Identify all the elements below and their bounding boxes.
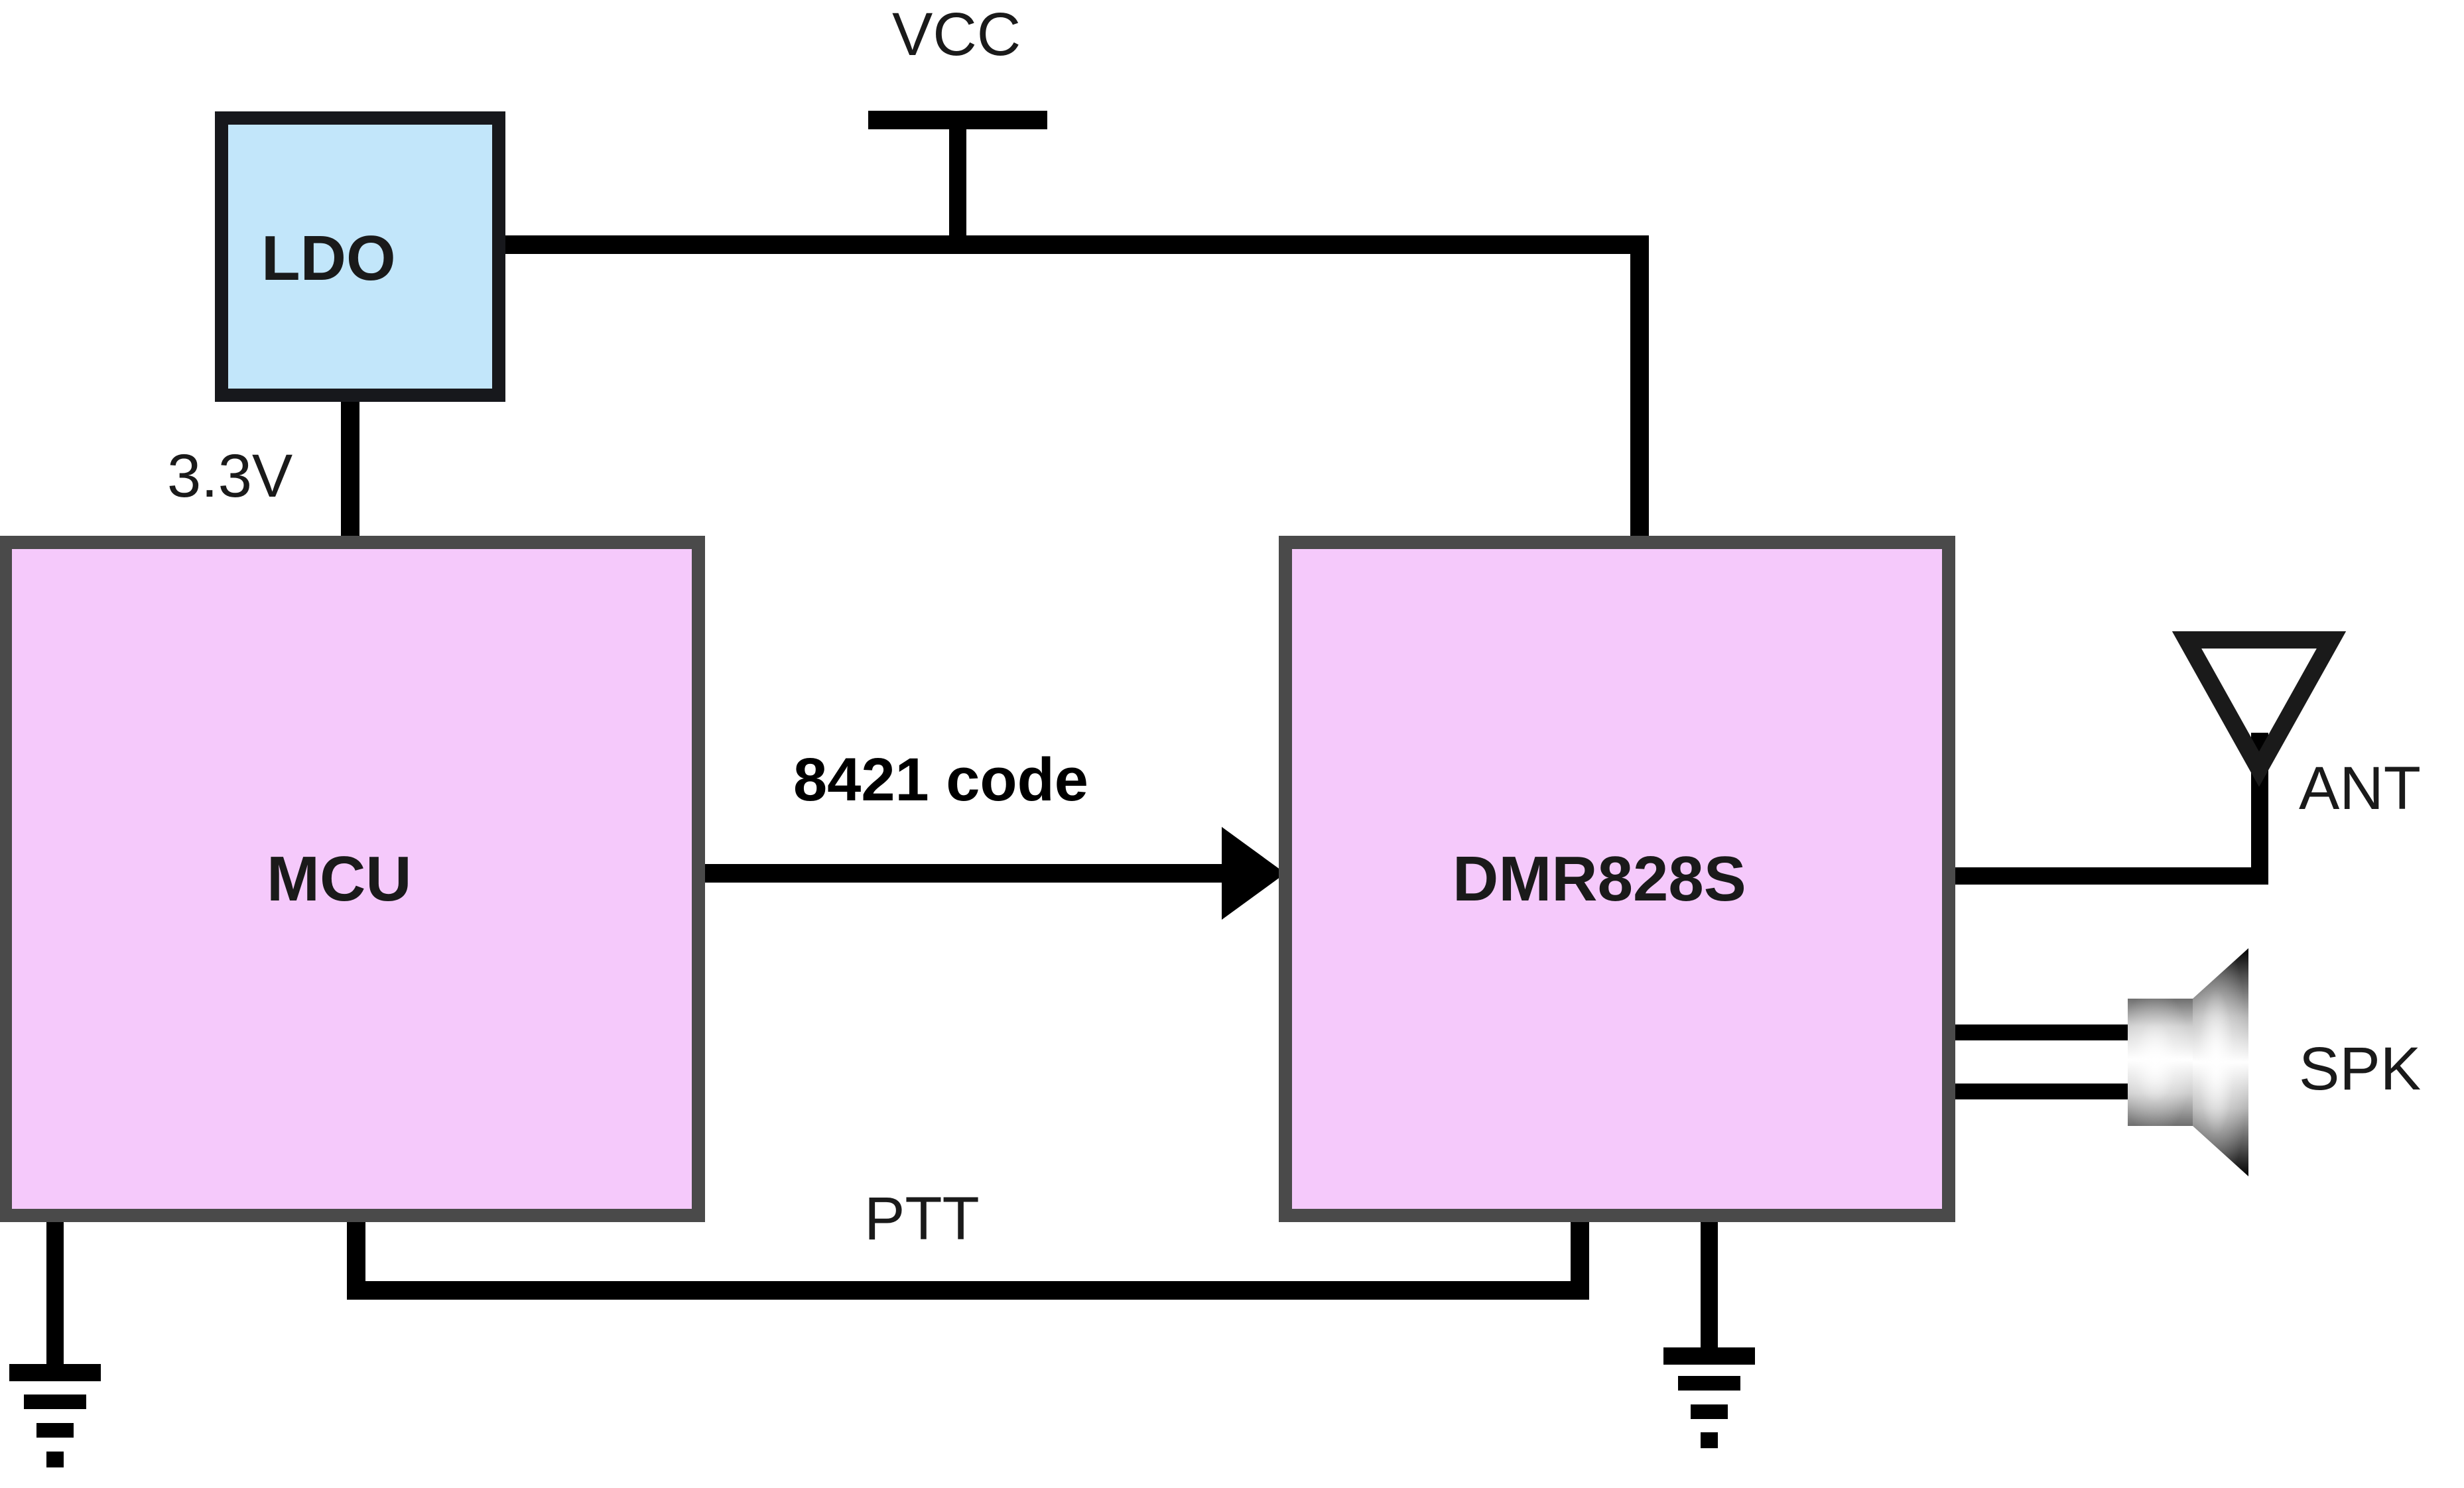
speaker-body-highlight [2128,999,2193,1126]
ant-port-label: ANT [2299,755,2421,822]
speaker-cone-highlight [2193,948,2248,1176]
gnd-bar-1 [1663,1347,1755,1365]
wire-8421-bus-line [698,864,1226,883]
block-mcu[interactable] [0,536,705,1222]
gnd-bar-3 [1691,1404,1728,1419]
wire-ant-horizontal [1949,867,2268,885]
gnd-bar-2 [24,1395,86,1409]
vcc-symbol-stem [949,111,966,247]
net-3v3-label: 3.3V [167,442,293,510]
wire-spk-lead-top [1949,1024,2133,1040]
wire-spk-lead-bottom [1949,1084,2133,1099]
wire-vcc-drop-to-dmr [1630,235,1649,547]
block-dmr828s-body[interactable] [1279,536,1955,1222]
wire-3v3-ldo-to-mcu [341,393,359,548]
spk-port-label: SPK [2299,1035,2422,1103]
block-ldo-label: LDO [261,223,396,294]
gnd-bar-4 [46,1452,64,1467]
block-dmr828s[interactable] [1279,536,1955,1222]
antenna-icon [2172,631,2347,787]
gnd-bar-4 [1701,1432,1718,1448]
ground-symbol-dmr [1663,1215,1755,1448]
block-mcu-label: MCU [267,843,412,914]
gnd-stem [1701,1215,1718,1351]
vcc-net-label: VCC [892,1,1021,68]
gnd-bar-3 [36,1423,74,1438]
wire-ptt-dmr-stub [1571,1215,1589,1299]
block-dmr828s-label: DMR828S [1453,843,1746,914]
gnd-bar-2 [1678,1376,1740,1391]
wire-layer [341,111,2268,1300]
gnd-stem [46,1215,64,1367]
speaker-icon [2128,948,2248,1176]
wire-8421-bus-arrowhead [1222,827,1285,920]
ptt-net-label: PTT [864,1185,980,1253]
block-mcu-body[interactable] [0,536,705,1222]
block-ldo[interactable] [215,111,505,402]
wire-ptt-horizontal [347,1281,1589,1300]
ground-symbol-mcu [9,1215,101,1467]
wire-vcc-horizontal [493,235,1649,254]
antenna-triangle [2172,631,2347,787]
gnd-bar-1 [9,1364,101,1381]
bus-8421-code-label: 8421 code [793,746,1088,814]
block-ldo-body[interactable] [215,111,505,402]
